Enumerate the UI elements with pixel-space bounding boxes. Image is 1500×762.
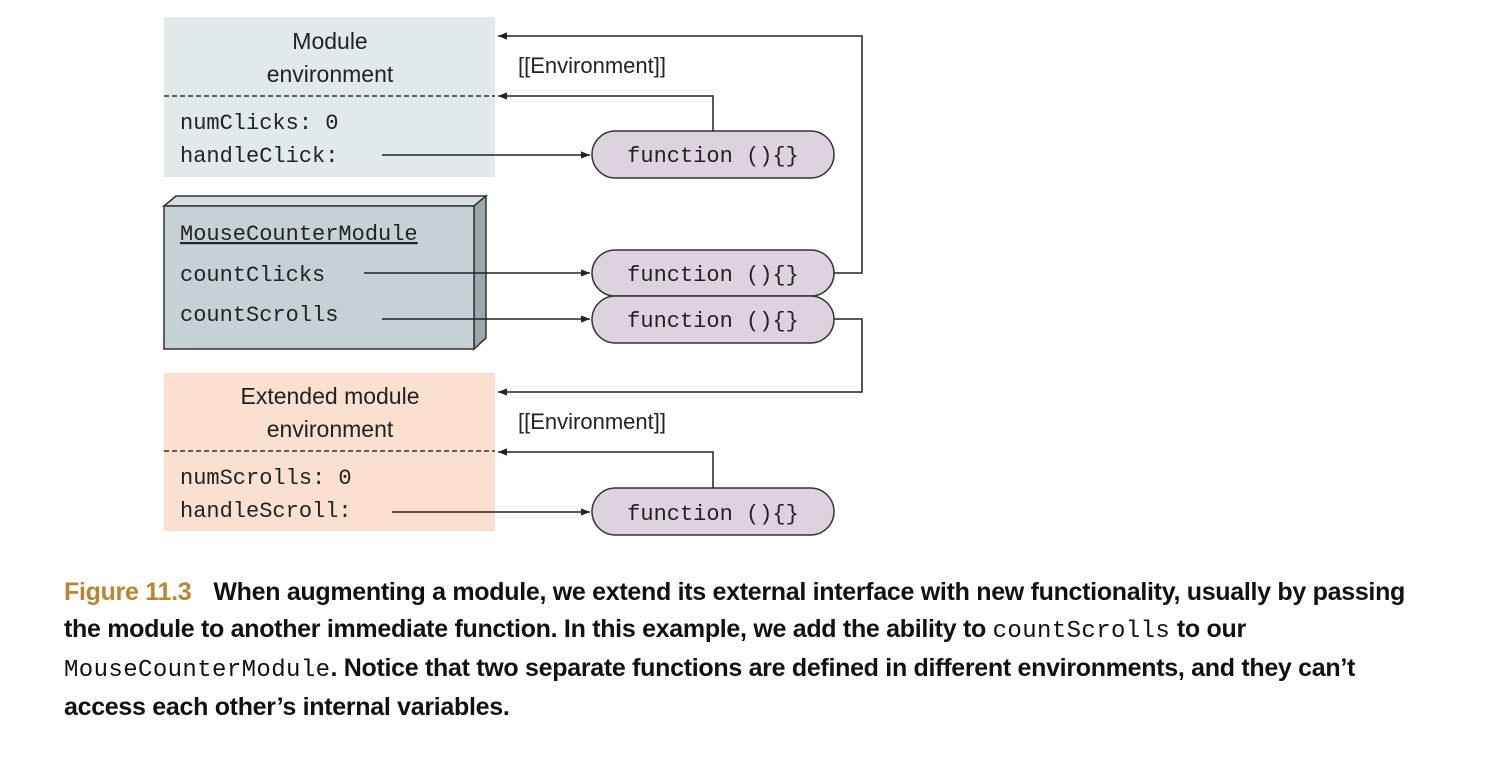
function-handle-scroll-label: function (){} (627, 502, 799, 527)
handle-click-variable: handleClick: (180, 144, 338, 169)
num-scrolls-variable: numScrolls: 0 (180, 466, 352, 491)
caption-text-part1: When augmenting a module, we extend its … (64, 578, 1406, 643)
module-environment-title-line1: Module (292, 28, 367, 54)
module-name: MouseCounterModule (180, 222, 418, 247)
num-clicks-variable: numClicks: 0 (180, 111, 338, 136)
function-count-clicks-label: function (){} (627, 263, 799, 288)
figure-label: Figure 11.3 (64, 578, 192, 606)
module-augmentation-diagram: Module environment numClicks: 0 handleCl… (161, 17, 863, 536)
count-clicks-environment-arrow (498, 32, 863, 274)
mouse-counter-module-box: MouseCounterModule countClicks countScro… (161, 194, 489, 351)
function-count-scrolls: function (){} (591, 295, 835, 344)
caption-text-part2: to our (1170, 615, 1246, 643)
function-count-scrolls-label: function (){} (627, 309, 799, 334)
extended-environment-title-line1: Extended module (240, 383, 419, 409)
module-environment-box: Module environment numClicks: 0 handleCl… (164, 17, 495, 177)
extended-environment-title-line2: environment (267, 416, 394, 442)
function-handle-click-label: function (){} (627, 144, 799, 169)
count-scrolls-property: countScrolls (180, 303, 338, 328)
caption-code-module-name: MouseCounterModule (64, 657, 331, 684)
count-scrolls-environment-arrow (498, 318, 863, 396)
function-handle-click: function (){} (591, 130, 835, 179)
caption-code-count-scrolls: countScrolls (992, 618, 1171, 645)
module-environment-title-line2: environment (267, 61, 394, 87)
handle-scroll-variable: handleScroll: (180, 499, 352, 524)
handle-scroll-environment-arrow (498, 448, 714, 488)
extended-environment-box: Extended module environment numScrolls: … (164, 373, 495, 531)
handle-click-environment-arrow (498, 92, 714, 131)
count-clicks-property: countClicks (180, 263, 325, 288)
environment-label-top: [[Environment]] (518, 53, 666, 78)
function-count-clicks: function (){} (591, 249, 835, 297)
environment-label-bottom: [[Environment]] (518, 409, 666, 434)
caption-text-part3: . Notice that two separate functions are… (64, 654, 1356, 721)
function-handle-scroll: function (){} (591, 487, 835, 536)
